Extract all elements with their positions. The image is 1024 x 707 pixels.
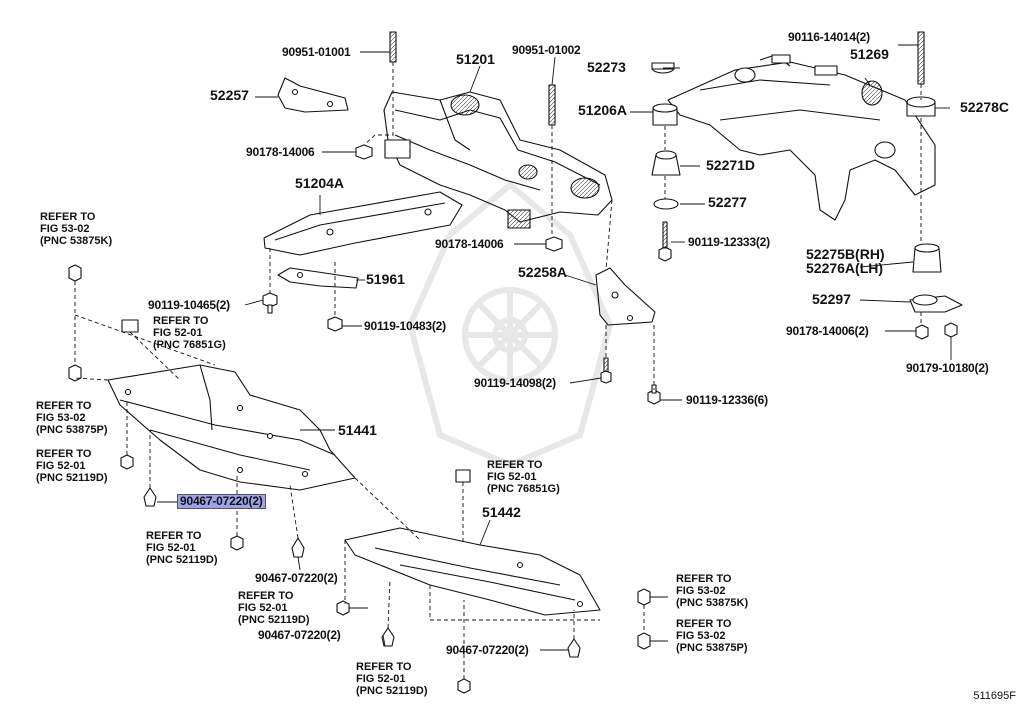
label-90178-14006-a[interactable]: 90178-14006 <box>246 145 315 159</box>
assembly-lines <box>74 62 922 679</box>
label-52278C[interactable]: 52278C <box>960 99 1010 115</box>
refer-53875K-b[interactable]: REFER TO FIG 53-02 (PNC 53875K) <box>676 573 749 609</box>
label-52275B[interactable]: 52275B(RH) <box>806 246 885 262</box>
nut-90178-14006-b[interactable] <box>545 236 563 252</box>
clip-90467-07220-c[interactable] <box>381 627 395 647</box>
refer-53875P-a[interactable]: REFER TO FIG 53-02 (PNC 53875P) <box>36 400 108 436</box>
stud-90951-01001[interactable] <box>389 31 397 63</box>
label-52273[interactable]: 52273 <box>587 59 626 75</box>
label-90467-07220-d[interactable]: 90467-07220(2) <box>446 643 529 657</box>
label-51269[interactable]: 51269 <box>850 46 889 62</box>
label-51206A[interactable]: 51206A <box>578 102 628 118</box>
label-90119-12333[interactable]: 90119-12333(2) <box>688 235 770 249</box>
retainer-52277[interactable] <box>653 198 679 210</box>
nut-90178-14006-c[interactable] <box>915 324 929 340</box>
label-90951-01001[interactable]: 90951-01001 <box>282 45 351 59</box>
undercover-51442[interactable] <box>344 527 601 616</box>
refer-52119D-c[interactable]: REFER TO FIG 52-01 (PNC 52119D) <box>238 590 310 626</box>
bolt-90119-14098[interactable] <box>600 357 612 384</box>
clip-refer-53875P-b[interactable] <box>637 632 651 650</box>
label-90119-12336[interactable]: 90119-12336(6) <box>686 393 768 407</box>
bracket-51961[interactable] <box>277 267 359 289</box>
watermark-emblem <box>406 181 614 469</box>
label-90116-14014[interactable]: 90116-14014(2) <box>788 30 870 44</box>
bolt-90119-12333[interactable] <box>658 221 672 262</box>
label-90119-10483[interactable]: 90119-10483(2) <box>364 319 446 333</box>
seal-51269[interactable] <box>861 80 883 106</box>
bolt-90119-10483[interactable] <box>327 316 343 332</box>
undercover-51441[interactable] <box>107 364 356 491</box>
label-52297[interactable]: 52297 <box>812 291 851 307</box>
bolt-refer-52119D-a[interactable] <box>120 454 134 470</box>
label-51204A[interactable]: 51204A <box>295 175 345 191</box>
refer-52119D-a[interactable]: REFER TO FIG 52-01 (PNC 52119D) <box>36 448 108 484</box>
retainer-52297[interactable] <box>909 294 963 313</box>
refer-53875K-a[interactable]: REFER TO FIG 53-02 (PNC 53875K) <box>40 211 113 247</box>
bolt-refer-52119D-c[interactable] <box>336 600 350 616</box>
cushion-52275B-52276A[interactable] <box>912 243 942 273</box>
bolt-90179-10180[interactable] <box>944 322 958 338</box>
brace-51204A[interactable] <box>263 191 463 256</box>
nut-90178-14006-a[interactable] <box>355 144 373 160</box>
label-51961[interactable]: 51961 <box>366 271 405 287</box>
label-90467-07220-b[interactable]: 90467-07220(2) <box>255 571 338 585</box>
label-52271D[interactable]: 52271D <box>706 157 756 173</box>
front-crossmember-51201[interactable] <box>383 91 613 229</box>
refer-52119D-b[interactable]: REFER TO FIG 52-01 (PNC 52119D) <box>146 530 218 566</box>
label-51442[interactable]: 51442 <box>482 504 521 520</box>
drawing-code: 511695F <box>973 690 1016 702</box>
stud-90951-01002[interactable] <box>548 84 556 126</box>
label-90119-14098[interactable]: 90119-14098(2) <box>474 376 556 390</box>
leader-lines <box>157 44 952 651</box>
label-90178-14006-b[interactable]: 90178-14006 <box>435 237 504 251</box>
label-52276A[interactable]: 52276A(LH) <box>806 260 884 276</box>
label-90178-14006-c[interactable]: 90178-14006(2) <box>786 324 869 338</box>
clip-90467-07220-b[interactable] <box>291 537 305 558</box>
stud-90116-14014[interactable] <box>917 31 925 85</box>
bolt-refer-52119D-b[interactable] <box>230 535 244 551</box>
clip-refer-76851G-a[interactable] <box>121 319 139 333</box>
bolt-refer-52119D-d[interactable] <box>457 678 471 694</box>
label-90119-10465[interactable]: 90119-10465(2) <box>148 298 230 312</box>
label-52258A[interactable]: 52258A <box>518 264 568 280</box>
refer-53875P-b[interactable]: REFER TO FIG 53-02 (PNC 53875P) <box>676 618 748 654</box>
clip-refer-53875K-a[interactable] <box>68 264 82 282</box>
bolt-90119-10465[interactable] <box>262 292 278 314</box>
refer-52119D-d[interactable]: REFER TO FIG 52-01 (PNC 52119D) <box>356 661 428 697</box>
label-90467-07220-c[interactable]: 90467-07220(2) <box>258 628 341 642</box>
label-51201[interactable]: 51201 <box>456 51 495 67</box>
clip-90467-07220-a[interactable] <box>143 487 157 507</box>
label-90467-07220-highlighted[interactable]: 90467-07220(2) <box>177 494 266 509</box>
bracket-52258A[interactable] <box>595 267 656 326</box>
clip-90467-07220-d[interactable] <box>567 638 581 658</box>
label-90951-01002[interactable]: 90951-01002 <box>512 43 581 57</box>
clip-refer-53875K-b[interactable] <box>637 588 651 606</box>
cushion-51206A[interactable] <box>652 103 678 126</box>
refer-76851G-b[interactable]: REFER TO FIG 52-01 (PNC 76851G) <box>487 459 560 495</box>
bracket-52257[interactable] <box>277 77 349 113</box>
bolt-90119-12336[interactable] <box>647 384 661 405</box>
stopper-52278C[interactable] <box>906 96 936 117</box>
clip-refer-53875P-a[interactable] <box>68 364 82 382</box>
label-90179-10180[interactable]: 90179-10180(2) <box>906 361 989 375</box>
label-52257[interactable]: 52257 <box>210 87 249 103</box>
cushion-52271D[interactable] <box>651 150 681 176</box>
label-51441[interactable]: 51441 <box>338 422 377 438</box>
refer-76851G-a[interactable]: REFER TO FIG 52-01 (PNC 76851G) <box>153 315 226 351</box>
clip-refer-76851G-b[interactable] <box>455 469 471 483</box>
label-52277[interactable]: 52277 <box>708 194 747 210</box>
